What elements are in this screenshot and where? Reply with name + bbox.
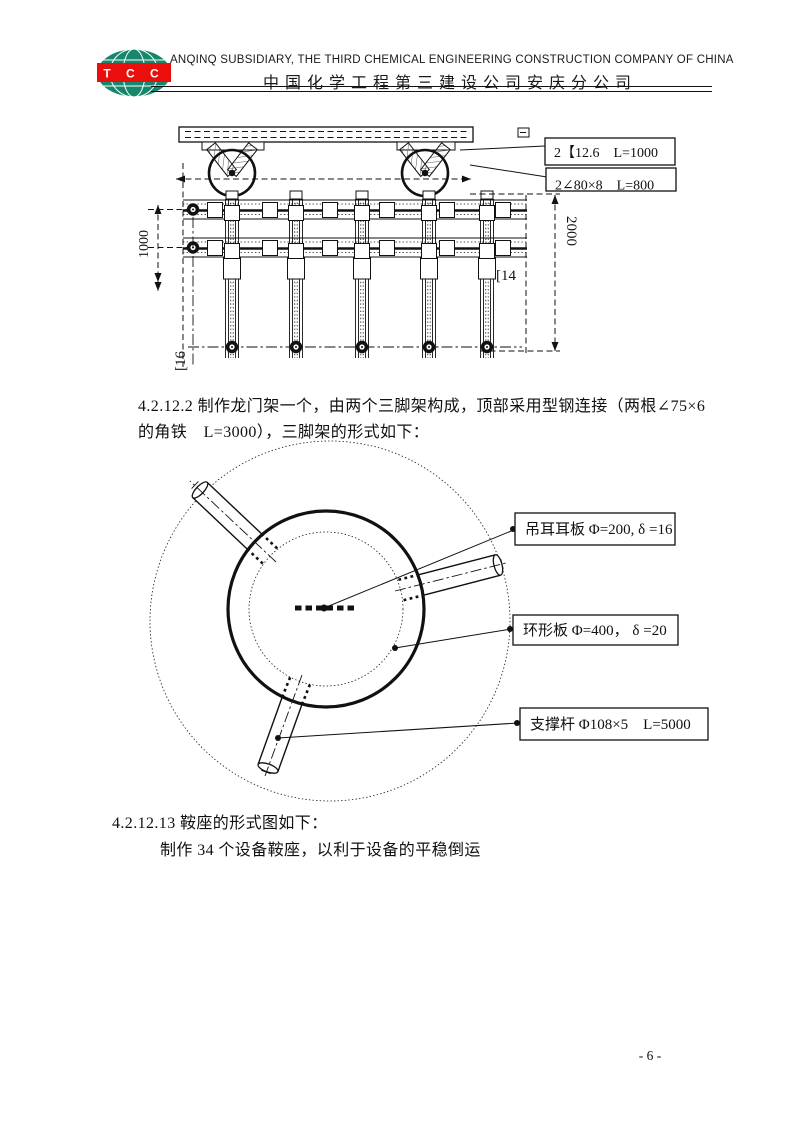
section-4-2-12-13-line1: 4.2.12.13 鞍座的形式图如下： xyxy=(112,815,328,832)
callout-box-channel: 2【12.6 L=1000 xyxy=(544,137,676,166)
callout-box-angle: 2∠80×8 L=800 xyxy=(545,167,677,194)
top-beam xyxy=(178,126,530,143)
section-4-2-12-13: 4.2.12.13 鞍座的形式图如下： 制作 34 个设备鞍座，以利于设备的平稳… xyxy=(112,810,712,864)
callout-bottom-label: 2∠80×8 L=800 xyxy=(555,179,654,194)
lug-plate xyxy=(295,604,357,612)
support-pipe-upper-left xyxy=(189,480,279,565)
callout-top-label: 2【12.6 L=1000 xyxy=(554,145,658,161)
company-name-zh: 中国化学工程第三建设公司安庆分公司 xyxy=(262,75,637,92)
page-number: - 6 - xyxy=(638,1048,662,1063)
company-logo: T C C xyxy=(96,48,172,98)
gantry-figure: 1000 2000 [14 [16 2【12.6 L=1000 2∠80×8 L… xyxy=(137,126,677,371)
callout-box-lug: 吊耳耳板 Φ=200, δ =16 xyxy=(514,512,676,546)
leader-support xyxy=(275,720,520,741)
dimension-2000: 2000 xyxy=(551,195,579,351)
channel-label-16: [16 xyxy=(173,351,189,371)
outer-envelope-circle xyxy=(149,440,511,802)
logo-banner xyxy=(97,63,171,82)
support-pipe-bottom xyxy=(257,674,312,777)
leader-callout-top xyxy=(459,145,546,151)
v-support-right xyxy=(399,142,451,178)
callout-ring-label: 环形板 Φ=400， δ =20 xyxy=(523,621,667,639)
section-4-2-12-13-line2: 制作 34 个设备鞍座，以利于设备的平稳倒运 xyxy=(160,842,481,859)
dim-2000-label: 2000 xyxy=(563,216,579,246)
logo-text: T C C xyxy=(103,67,164,81)
support-pipe-right xyxy=(394,554,507,602)
dimension-1000: 1000 xyxy=(137,205,162,291)
span-dimension xyxy=(176,175,471,183)
section-4-2-12-2-line2: 的角铁 L=3000），三脚架的形式如下： xyxy=(138,424,430,441)
callout-lug-label: 吊耳耳板 Φ=200, δ =16 xyxy=(525,520,673,538)
leader-ring xyxy=(392,626,513,651)
tripod-figure: 吊耳耳板 Φ=200, δ =16 环形板 Φ=400， δ =20 支撑杆 Φ… xyxy=(149,440,709,802)
inner-circle xyxy=(248,531,404,687)
channel-label-14: [14 xyxy=(496,268,516,284)
callout-box-support: 支撑杆 Φ108×5 L=5000 xyxy=(519,707,709,741)
ring-plate-circle xyxy=(226,509,426,709)
header-rule xyxy=(151,86,712,92)
leader-callout-bottom xyxy=(469,164,548,178)
dim-1000-label: 1000 xyxy=(137,230,152,258)
section-4-2-12-2-line1: 4.2.12.2 制作龙门架一个，由两个三脚架构成，顶部采用型钢连接（两根∠75… xyxy=(138,398,706,415)
callout-support-label: 支撑杆 Φ108×5 L=5000 xyxy=(530,716,691,733)
company-name-en: ANQINQ SUBSIDIARY, THE THIRD CHEMICAL EN… xyxy=(170,54,734,66)
callout-box-ring: 环形板 Φ=400， δ =20 xyxy=(512,614,679,646)
v-support-left xyxy=(206,142,258,178)
section-4-2-12-2: 4.2.12.2 制作龙门架一个，由两个三脚架构成，顶部采用型钢连接（两根∠75… xyxy=(138,394,728,446)
